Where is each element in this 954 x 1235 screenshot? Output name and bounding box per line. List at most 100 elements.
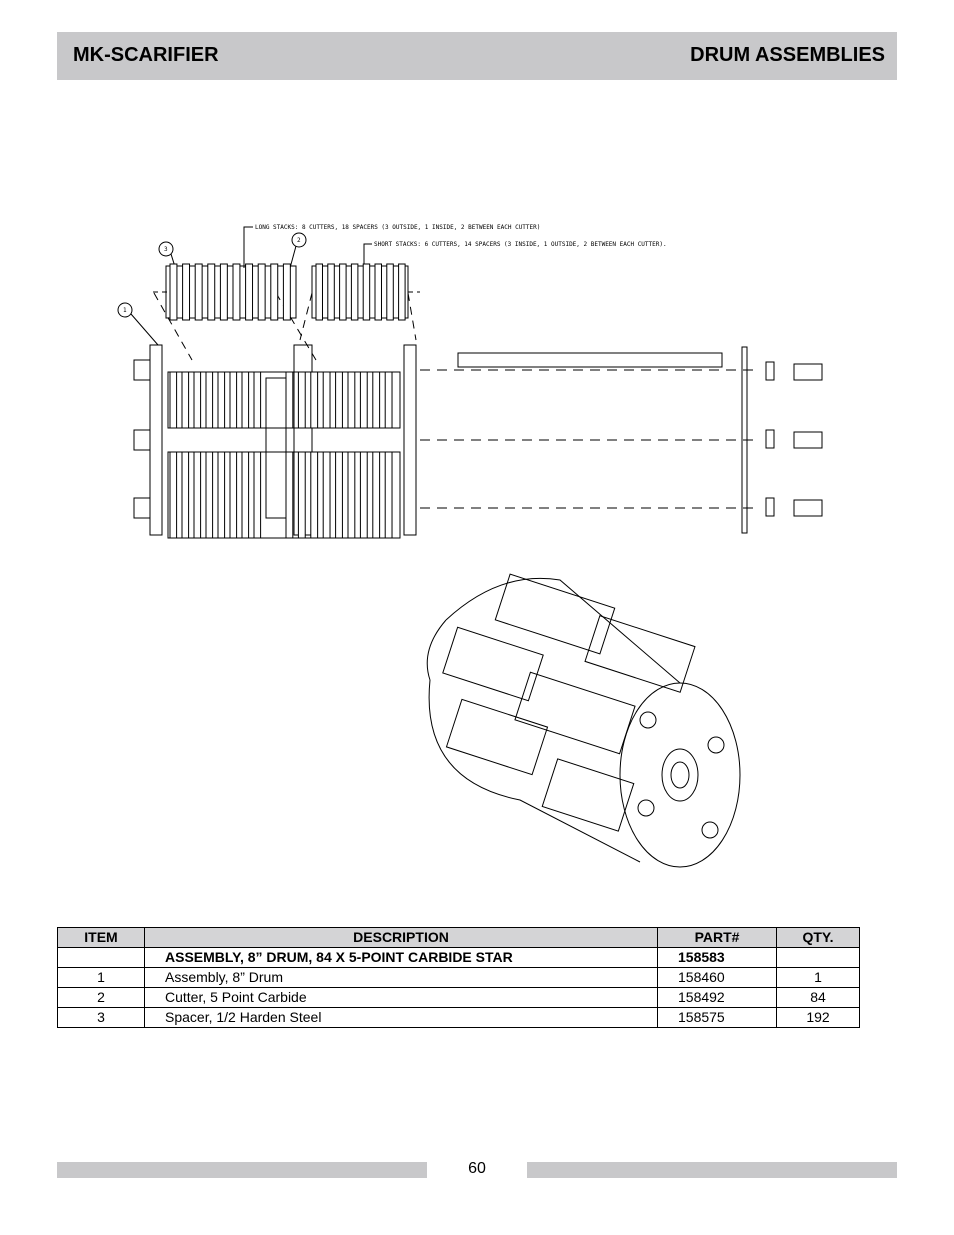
- cutter-mark: [181, 371, 190, 429]
- parts-table: ITEM DESCRIPTION PART# QTY. ASSEMBLY, 8”…: [57, 927, 860, 1028]
- cutter-mark: [257, 263, 266, 321]
- cutter-mark: [241, 371, 250, 429]
- cutter-mark: [398, 263, 406, 321]
- row-item: 2: [57, 987, 145, 1008]
- assembly-description: ASSEMBLY, 8” DRUM, 84 X 5-POINT CARBIDE …: [144, 947, 658, 968]
- cutter-mark: [347, 371, 356, 429]
- drum-isometric-view: [426, 573, 741, 868]
- cutter-mark: [347, 451, 356, 539]
- cutter-mark: [169, 451, 178, 539]
- row-description: Cutter, 5 Point Carbide: [144, 987, 658, 1008]
- footer-bar-left: [57, 1162, 427, 1178]
- cutter-mark: [297, 371, 306, 429]
- balloon-2-circle: [291, 232, 307, 248]
- row-qty: 84: [776, 987, 860, 1008]
- cutter-mark: [359, 451, 368, 539]
- cutter-mark: [335, 371, 343, 429]
- cutter-mark: [322, 451, 331, 539]
- cutter-mark: [193, 451, 202, 539]
- section-title: DRUM ASSEMBLIES: [690, 44, 885, 66]
- footer-bar-right: [527, 1162, 897, 1178]
- cutter-mark: [182, 263, 191, 321]
- cutter-mark: [362, 263, 371, 321]
- end-plate: [741, 346, 748, 534]
- row-qty: 1: [776, 967, 860, 988]
- row-qty: 192: [776, 1007, 860, 1028]
- table-row: 1 Assembly, 8” Drum 158460 1: [57, 967, 860, 988]
- cutter-mark: [335, 451, 343, 539]
- cutter-mark: [372, 451, 381, 539]
- balloon-1-label: 1: [123, 307, 127, 314]
- assembly-row: ASSEMBLY, 8” DRUM, 84 X 5-POINT CARBIDE …: [57, 947, 860, 968]
- balloon-1-circle: [117, 302, 133, 318]
- cutter-mark: [253, 371, 262, 429]
- cutter-mark: [359, 371, 368, 429]
- callout-short-text: SHORT STACKS: 6 CUTTERS, 14 SPACERS (3 I…: [374, 241, 667, 248]
- balloon-3-circle: [158, 241, 174, 257]
- cutter-mark: [181, 451, 190, 539]
- cutter-mark: [169, 371, 178, 429]
- callout-short-leader: [363, 243, 372, 268]
- callout-long-leader: [243, 226, 253, 268]
- balloon-3-label: 3: [164, 246, 168, 253]
- cutter-mark: [193, 371, 202, 429]
- cutter-mark: [297, 451, 306, 539]
- cutter-mark: [229, 451, 238, 539]
- cutter-mark: [372, 371, 381, 429]
- cutter-mark: [315, 263, 323, 321]
- balloon-2-label: 2: [297, 237, 301, 244]
- cutter-mark: [310, 371, 319, 429]
- bolt-set: [765, 361, 823, 517]
- cutter-mark: [245, 263, 254, 321]
- cutter-mark: [384, 371, 393, 429]
- cutter-mark: [310, 451, 319, 539]
- cutter-mark: [241, 451, 250, 539]
- cutter-mark: [285, 451, 294, 539]
- cutter-mark: [270, 263, 279, 321]
- cutter-mark: [229, 371, 238, 429]
- cutter-mark: [219, 263, 228, 321]
- cutter-mark: [232, 263, 241, 321]
- row-item: 3: [57, 1007, 145, 1028]
- header-part: PART#: [657, 927, 777, 948]
- header-qty: QTY.: [776, 927, 860, 948]
- cutter-mark: [374, 263, 382, 321]
- row-description: Assembly, 8” Drum: [144, 967, 658, 988]
- cutter-mark: [194, 263, 203, 321]
- cutter-mark: [205, 371, 214, 429]
- cutter-mark: [350, 263, 359, 321]
- assembly-item: [57, 947, 145, 968]
- cutter-mark: [339, 263, 347, 321]
- cutter-mark: [322, 371, 331, 429]
- cutter-mark: [327, 263, 335, 321]
- table-row: 3 Spacer, 1/2 Harden Steel 158575 192: [57, 1007, 860, 1028]
- drum-assembly-diagram: LONG STACKS: 8 CUTTERS, 18 SPACERS (3 OU…: [117, 224, 823, 868]
- table-row: 2 Cutter, 5 Point Carbide 158492 84: [57, 987, 860, 1008]
- cutter-mark: [285, 371, 294, 429]
- cutter-mark: [253, 451, 262, 539]
- row-part: 158575: [657, 1007, 777, 1028]
- cutter-mark: [386, 263, 394, 321]
- cutter-mark: [384, 451, 393, 539]
- cutter-mark: [207, 263, 216, 321]
- cutter-mark: [282, 263, 291, 321]
- table-header-row: ITEM DESCRIPTION PART# QTY.: [57, 927, 860, 948]
- manual-title: MK-SCARIFIER: [73, 44, 219, 66]
- row-description: Spacer, 1/2 Harden Steel: [144, 1007, 658, 1028]
- header-item: ITEM: [57, 927, 145, 948]
- cutter-mark: [205, 451, 214, 539]
- cutter-mark: [169, 263, 178, 321]
- header-description: DESCRIPTION: [144, 927, 658, 948]
- callout-long-text: LONG STACKS: 8 CUTTERS, 18 SPACERS (3 OU…: [255, 224, 540, 231]
- drum-shaft: [457, 352, 723, 368]
- row-part: 158460: [657, 967, 777, 988]
- cutter-mark: [217, 451, 226, 539]
- assembly-part: 158583: [657, 947, 777, 968]
- drum-side-view: [133, 344, 417, 539]
- page-number: 60: [468, 1160, 486, 1177]
- cutter-mark: [217, 371, 226, 429]
- row-item: 1: [57, 967, 145, 988]
- assembly-qty: [776, 947, 860, 968]
- row-part: 158492: [657, 987, 777, 1008]
- header-bar: MK-SCARIFIER DRUM ASSEMBLIES: [57, 32, 897, 80]
